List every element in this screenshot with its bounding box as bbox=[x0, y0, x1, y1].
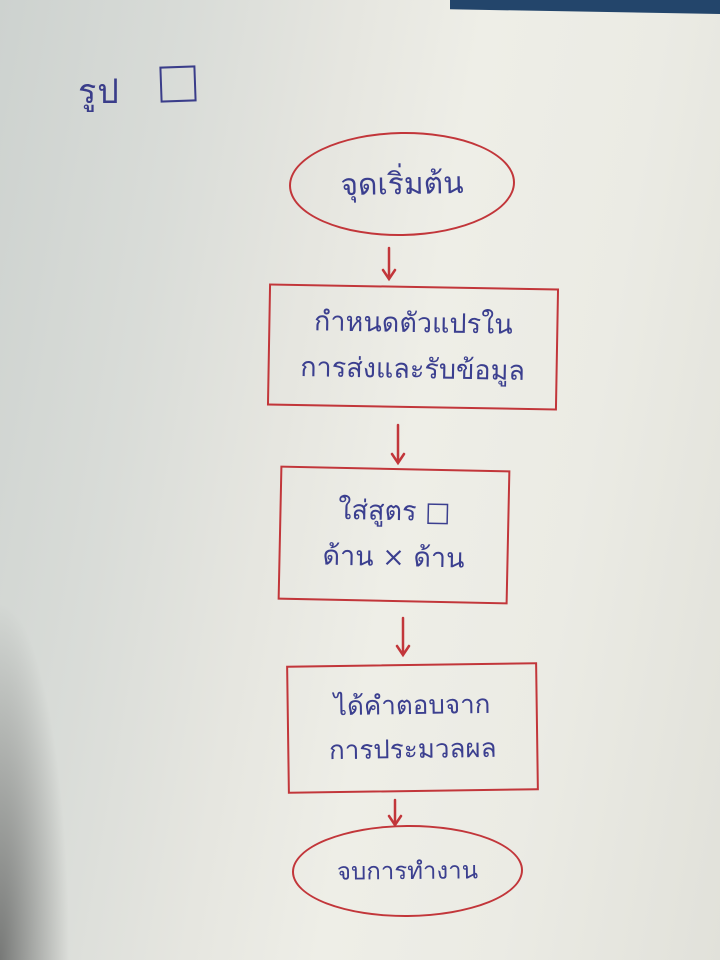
arrow-4-head bbox=[387, 814, 403, 828]
process-result: ได้คำตอบจาก การประมวลผล bbox=[286, 662, 539, 794]
arrow-2-head bbox=[390, 452, 406, 466]
step2-line2: ด้าน × ด้าน bbox=[322, 540, 465, 575]
step1-line2: การส่งและรับข้อมูล bbox=[299, 352, 526, 387]
process-define-variables: กำหนดตัวแปรใน การส่งและรับข้อมูล bbox=[266, 283, 560, 411]
step3-line2: การประมวลผล bbox=[328, 733, 497, 767]
end-label: จบการทำงาน bbox=[336, 855, 479, 886]
shadow bbox=[0, 600, 70, 960]
step3-line1: ได้คำตอบจาก bbox=[333, 689, 491, 722]
start-label: จุดเริ่มต้น bbox=[340, 165, 464, 203]
process-formula: ใส่สูตร □ ด้าน × ด้าน bbox=[277, 465, 511, 605]
arrow-1-head bbox=[381, 268, 397, 282]
step2-line1: ใส่สูตร □ bbox=[338, 494, 451, 529]
figure-label: รูป bbox=[78, 72, 120, 112]
arrow-3-head bbox=[395, 644, 411, 658]
step1-line1: กำหนดตัวแปรใน bbox=[313, 306, 514, 341]
